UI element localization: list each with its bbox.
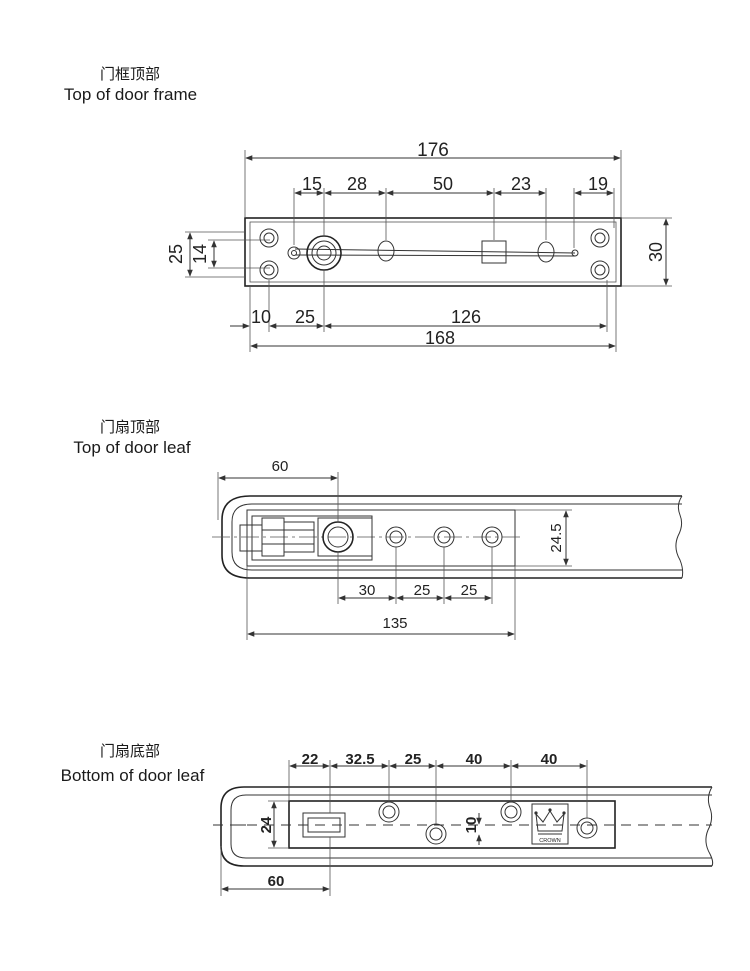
leaf-bottom-screw-hole (500, 801, 522, 823)
frame-title-zh: 门框顶部 (99, 65, 160, 83)
leaf-bottom-title-en: Bottom of door leaf (60, 766, 205, 785)
dim-25-bottom-leaf: 25 (405, 751, 422, 768)
dim-24-5-vertical: 24.5 (548, 523, 565, 552)
dim-22: 22 (302, 751, 319, 768)
leaf-bottom-body (220, 786, 712, 867)
frame-title-en: Top of door frame (63, 85, 198, 104)
dim-168: 168 (425, 328, 455, 348)
dim-23: 23 (511, 174, 531, 194)
crown-logo-text: CROWN (539, 838, 560, 844)
frame-slider-block (481, 240, 507, 264)
dim-19: 19 (588, 174, 608, 194)
leaf-bottom-screw-hole (425, 823, 447, 845)
dim-32-5: 32.5 (345, 751, 374, 768)
leaf-bottom-title-zh: 门扇底部 (99, 742, 160, 760)
frame-screw-hole (590, 260, 610, 280)
frame-screw-hole (259, 228, 279, 248)
dim-10: 10 (251, 307, 271, 327)
frame-plate (244, 217, 622, 287)
leaf-top-title-zh: 门扇顶部 (99, 418, 160, 436)
dim-10-vertical: 10 (463, 817, 480, 834)
frame-pivot-pin (287, 246, 301, 260)
leaf-top-body (221, 495, 682, 579)
frame-end-pin (571, 249, 579, 257)
leaf-top-title-en: Top of door leaf (73, 438, 191, 457)
dim-40-b: 40 (541, 751, 558, 768)
frame-slot-hole (377, 240, 395, 262)
dim-60-top: 60 (272, 458, 289, 475)
dim-28: 28 (347, 174, 367, 194)
dim-176: 176 (417, 140, 449, 161)
leaf-top-plate (246, 509, 516, 567)
leaf-bottom-screw-hole (378, 801, 400, 823)
leaf-bottom-screw-hole (576, 817, 598, 839)
dim-60-bottom: 60 (268, 873, 285, 890)
dim-25-bottom: 25 (295, 307, 315, 327)
leaf-top-drawing: 60 24.5 30 25 25 135 (212, 458, 684, 640)
frame-screw-hole (259, 260, 279, 280)
frame-slot-hole (537, 241, 555, 263)
dim-135: 135 (382, 615, 407, 632)
dim-14-vertical: 14 (190, 244, 210, 264)
frame-main-pivot (306, 235, 342, 271)
dim-25-leaf-a: 25 (414, 582, 431, 599)
crown-logo: CROWN (531, 803, 569, 845)
dim-24-vertical: 24 (258, 816, 275, 833)
frame-drawing: 176 15 28 50 23 19 25 14 30 (166, 140, 672, 352)
frame-screw-hole (590, 228, 610, 248)
dim-25-vertical: 25 (166, 244, 186, 264)
dim-15: 15 (302, 174, 322, 194)
dim-126: 126 (451, 307, 481, 327)
dim-25-leaf-b: 25 (461, 582, 478, 599)
dim-30-vertical: 30 (646, 242, 666, 262)
leaf-bottom-drawing: CROWN 22 32.5 25 40 40 24 10 60 (213, 751, 714, 896)
dim-50: 50 (433, 174, 453, 194)
leaf-bottom-slot (302, 812, 346, 838)
dim-30-leaf: 30 (359, 582, 376, 599)
dim-40-a: 40 (466, 751, 483, 768)
